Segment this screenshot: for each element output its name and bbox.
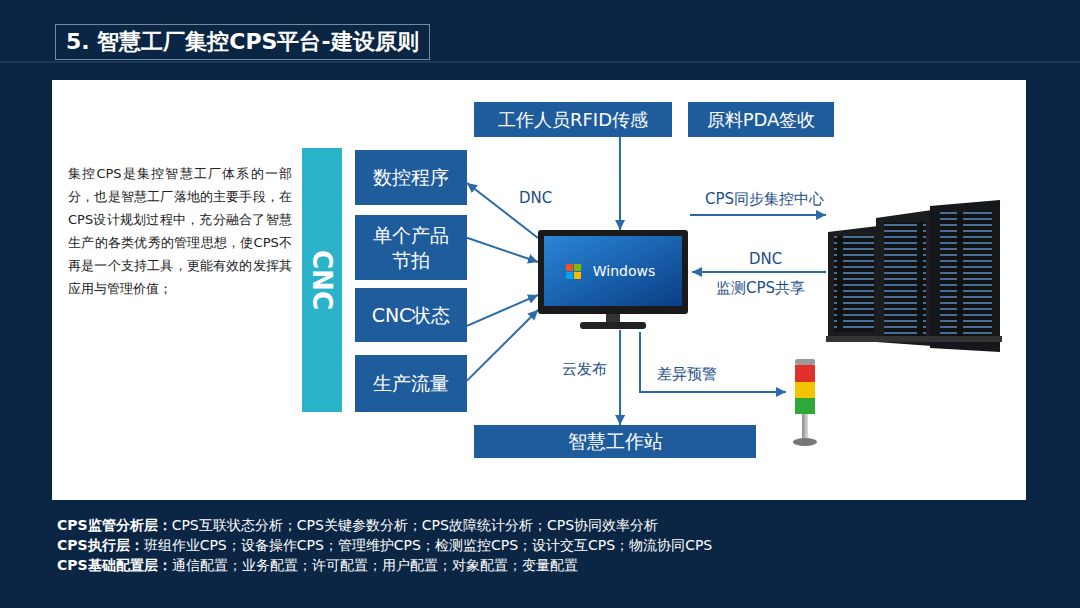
rack-front [940,212,992,342]
layer-items: CPS互联状态分析；CPS关键参数分析；CPS故障统计分析；CPS协同效率分析 [172,517,658,533]
monitor-base [580,322,646,329]
rack-front [834,236,874,332]
rack-side [930,200,1000,352]
layer-heading: CPS监管分析层： [57,517,172,533]
node-text: CNC状态 [372,303,451,328]
light-cap [795,359,815,365]
stack-light [793,359,817,446]
layer-items: 班组作业CPS；设备操作CPS；管理维护CPS；检测监控CPS；设计交互CPS；… [144,537,713,553]
node-text: 生产流量 [373,371,449,396]
monitor-illustration [538,230,688,330]
layer-line: CPS执行层：班组作业CPS；设备操作CPS；管理维护CPS；检测监控CPS；设… [57,535,777,555]
logo-pane [566,272,573,279]
title-text: 5. 智慧工厂集控CPS平台-建设原则 [66,29,419,54]
edge-label: 云发布 [560,360,609,379]
layer-heading: CPS基础配置层： [57,557,172,573]
layer-items: 通信配置；业务配置；许可配置；用户配置；对象配置；变量配置 [172,557,578,573]
layer-line: CPS监管分析层：CPS互联状态分析；CPS关键参数分析；CPS故障统计分析；C… [57,515,777,535]
node-text: 原料PDA签收 [707,108,816,131]
input-box: 工作人员RFID传感 [474,102,672,137]
rack-side [876,210,932,346]
logo-pane [574,272,581,279]
rack-side [828,226,878,340]
light-pole [802,414,808,440]
light-base [793,438,817,446]
monitor-screen [544,236,682,306]
layer-heading: CPS执行层： [57,537,144,553]
rack-front [884,222,926,338]
node-text: 工作人员RFID传感 [498,108,648,131]
layer-line: CPS基础配置层：通信配置；业务配置；许可配置；用户配置；对象配置；变量配置 [57,555,777,575]
edge-label: DNC [517,189,554,207]
connector-arrow [619,137,621,230]
warning-arrow [640,332,786,392]
description-text: 集控CPS是集控智慧工厂体系的一部分，也是智慧工厂落地的主要手段，在CPS设计规… [68,162,292,300]
monitor-neck [606,314,620,323]
title-rule [0,62,1080,63]
input-box: 原料PDA签收 [688,102,834,137]
node-text: CNC [307,250,337,310]
light-yellow [795,382,815,398]
logo-pane [574,264,581,271]
light-red [795,365,815,382]
dnc-arrow [692,271,826,273]
logo-pane [566,264,573,271]
cnc-band: CNC [302,148,342,412]
layer-list: CPS监管分析层：CPS互联状态分析；CPS关键参数分析；CPS故障统计分析；C… [57,515,777,575]
connector-arrow [467,238,538,262]
process-box: 单个产品 节拍 [355,215,467,280]
arrow-label: 监测CPS共享 [714,279,807,298]
light-green [795,398,815,414]
rack-base [826,336,1002,342]
connector-arrow [467,310,538,381]
process-box: 生产流量 [355,355,467,412]
monitor-bezel [538,230,688,314]
node-text: 单个产品 节拍 [365,223,457,272]
node-text: 智慧工作站 [568,429,663,454]
monitor: Windows [538,230,688,330]
node-text: 数控程序 [373,165,449,190]
server-racks [826,200,1002,352]
content-panel [52,80,1026,500]
workstation-box: 智慧工作站 [474,425,756,458]
arrow-label: DNC [747,250,784,268]
process-box: CNC状态 [355,288,467,342]
node-text: Windows [593,263,656,279]
screen-text-area: Windows [538,236,688,306]
arrow-label: 差异预警 [655,365,719,384]
arrow-label: CPS同步集控中心 [703,190,826,209]
title-box: 5. 智慧工厂集控CPS平台-建设原则 [55,24,430,60]
connector-arrow [619,330,621,425]
sync-arrow [690,214,826,216]
process-box: 数控程序 [355,150,467,205]
